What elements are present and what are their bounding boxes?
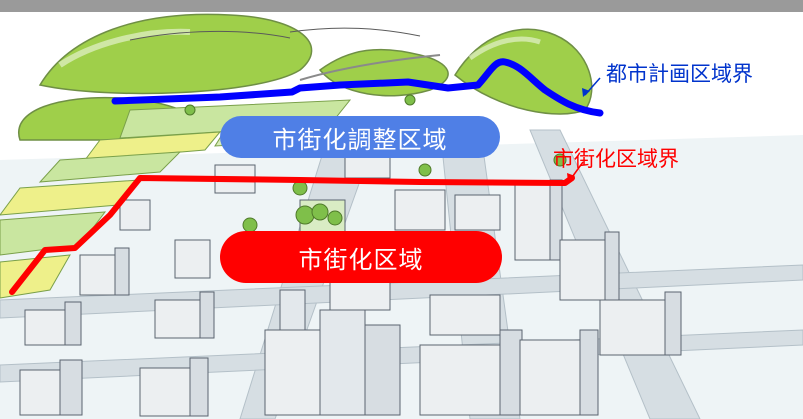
city-planning-boundary-line bbox=[111, 58, 604, 117]
city-planning-boundary-pointer bbox=[582, 77, 601, 97]
trees bbox=[184, 94, 567, 233]
urban-control-area-label: 市街化調整区域 bbox=[220, 116, 500, 158]
urbanization-area-label: 市街化区域 bbox=[220, 231, 502, 283]
city-planning-boundary-label: 都市計画区域界 bbox=[606, 62, 753, 86]
urbanization-boundary-line bbox=[9, 175, 575, 295]
urbanization-boundary-label: 市街化区域界 bbox=[553, 147, 679, 171]
building-illustration bbox=[19, 149, 682, 417]
urbanization-boundary-pointer bbox=[567, 161, 584, 182]
window-top-bar bbox=[0, 0, 803, 12]
